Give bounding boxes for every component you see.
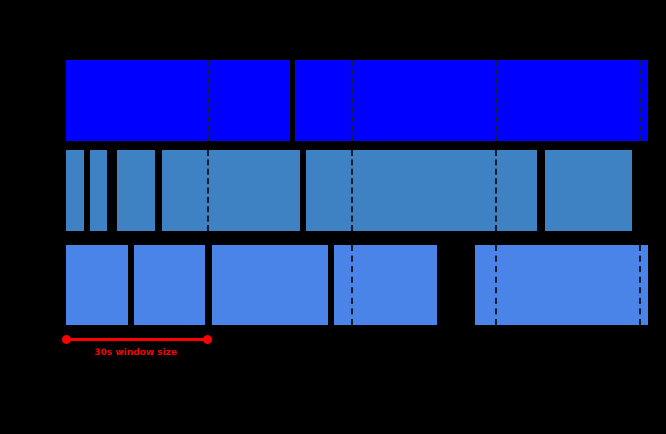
window-boundary-marker xyxy=(639,245,641,325)
window-boundary-marker xyxy=(495,150,497,231)
timeline-segment[interactable] xyxy=(212,245,328,325)
timeline-row-track-1 xyxy=(0,60,666,141)
window-boundary-marker xyxy=(639,60,641,141)
timeline-segment[interactable] xyxy=(117,150,155,231)
window-boundary-marker xyxy=(495,245,497,325)
timeline-segment[interactable] xyxy=(66,245,128,325)
timeline-segment[interactable] xyxy=(66,60,290,141)
timeline-segment[interactable] xyxy=(66,150,84,231)
window-boundary-marker xyxy=(207,150,209,231)
window-size-annotation-line xyxy=(66,338,207,341)
window-boundary-marker xyxy=(351,245,353,325)
timeline-segment[interactable] xyxy=(306,150,537,231)
window-boundary-marker xyxy=(351,150,353,231)
timeline-segment[interactable] xyxy=(134,245,205,325)
timeline-row-track-2 xyxy=(0,150,666,231)
window-boundary-marker xyxy=(351,60,353,141)
timeline-row-track-3 xyxy=(0,245,666,325)
timeline-segment[interactable] xyxy=(475,245,648,325)
timeline-segment[interactable] xyxy=(162,150,300,231)
timeline-segment[interactable] xyxy=(545,150,632,231)
window-boundary-marker xyxy=(207,60,209,141)
timeline-segment[interactable] xyxy=(90,150,107,231)
annotation-cap-start xyxy=(62,335,71,344)
timeline-segment[interactable] xyxy=(295,60,648,141)
annotation-cap-end xyxy=(203,335,212,344)
timeline-segment[interactable] xyxy=(334,245,437,325)
window-boundary-marker xyxy=(495,60,497,141)
window-size-annotation-label: 30s window size xyxy=(94,348,178,358)
